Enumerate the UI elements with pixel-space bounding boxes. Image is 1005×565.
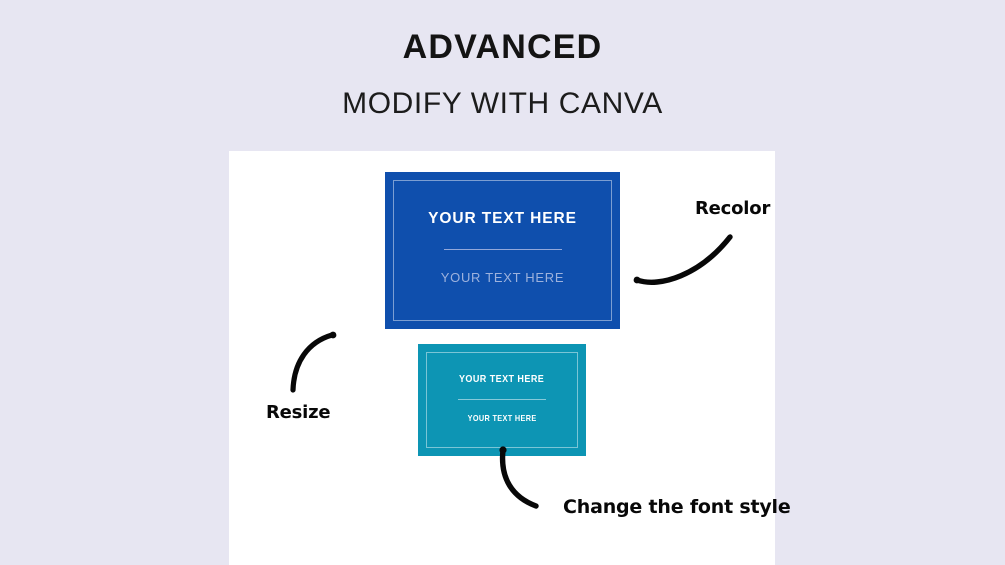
page-title: ADVANCED (402, 28, 603, 66)
blue-card-body: YOUR TEXT HERE YOUR TEXT HERE (385, 172, 620, 329)
teal-card-subheading[interactable]: YOUR TEXT HERE (467, 413, 537, 423)
teal-card[interactable]: YOUR TEXT HERE YOUR TEXT HERE (418, 344, 586, 456)
teal-card-body: YOUR TEXT HERE YOUR TEXT HERE (418, 344, 586, 456)
annotation-label-font-style: Change the font style (563, 496, 791, 518)
blue-card-divider (443, 249, 562, 250)
blue-card-subheading[interactable]: YOUR TEXT HERE (440, 270, 565, 285)
teal-card-divider (458, 399, 546, 400)
teal-card-heading[interactable]: YOUR TEXT HERE (459, 373, 545, 385)
page-subtitle: MODIFY WITH CANVA (342, 87, 663, 120)
blue-card-heading[interactable]: YOUR TEXT HERE (428, 210, 577, 227)
blue-card[interactable]: YOUR TEXT HERE YOUR TEXT HERE (385, 172, 620, 329)
annotation-label-recolor: Recolor (695, 198, 771, 219)
annotation-label-resize: Resize (266, 402, 331, 423)
